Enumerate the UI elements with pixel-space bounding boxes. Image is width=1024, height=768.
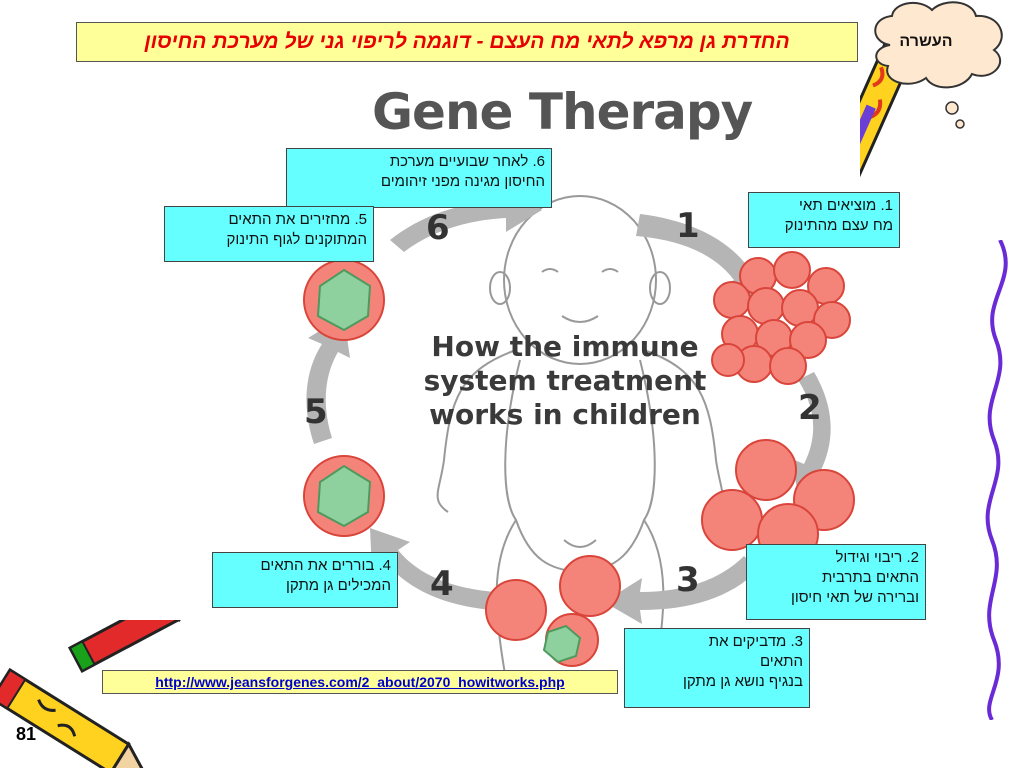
arrow-4 <box>370 528 496 610</box>
arrow-5 <box>306 316 350 444</box>
source-link[interactable]: http://www.jeansforgenes.com/2_about/207… <box>102 670 618 694</box>
caption-step-5-line-2: המתוקנים לגוף התינוק <box>226 231 367 248</box>
arrow-3 <box>604 556 758 624</box>
caption-step-2-line-2: התאים בתרבית <box>821 569 919 586</box>
caption-step-3-line-1: 3. מדביקים את <box>708 633 803 650</box>
cloud-icon <box>874 1 1003 129</box>
corrected-cell <box>303 259 385 341</box>
caption-step-1-line-2: מח עצם מהתינוק <box>784 217 893 234</box>
cloud-label: העשרה <box>899 33 953 50</box>
caption-step-4: 4. בוררים את התאים המכילים גן מתקן <box>212 552 398 608</box>
caption-step-2-line-1: 2. ריבוי וגידול <box>835 549 919 566</box>
caption-step-3-line-3: בנגיף נושא גן מתקן <box>682 673 803 690</box>
slide-title: החדרת גן מרפא לתאי מח העצם - דוגמה לריפו… <box>76 22 858 62</box>
caption-step-4-line-2: המכילים גן מתקן <box>286 577 391 594</box>
virus-vector-icon <box>542 624 582 664</box>
caption-step-3: 3. מדביקים את התאים בנגיף נושא גן מתקן <box>624 628 810 708</box>
caption-step-1: 1. מוציאים תאי מח עצם מהתינוק <box>748 192 900 248</box>
center-line-2: system treatment <box>423 364 707 397</box>
caption-step-3-line-2: התאים <box>759 653 803 670</box>
wavy-line-decoration <box>985 240 1008 720</box>
caption-step-6-line-1: 6. לאחר שבועיים מערכת <box>389 153 545 170</box>
center-line-1: How the immune <box>431 330 699 363</box>
caption-step-2: 2. ריבוי וגידול התאים בתרבית וברירה של ת… <box>746 544 926 620</box>
figure-heading: Gene Therapy <box>372 83 753 141</box>
caption-step-5-line-1: 5. מחזירים את התאים <box>228 211 367 228</box>
caption-step-2-line-3: וברירה של תאי חיסון <box>790 589 919 606</box>
arrow-1 <box>636 214 764 302</box>
caption-step-6: 6. לאחר שבועיים מערכת החיסון מגינה מפני … <box>286 148 552 208</box>
center-line-3: works in children <box>429 398 701 431</box>
caption-step-5: 5. מחזירים את התאים המתוקנים לגוף התינוק <box>164 206 374 262</box>
step-number-4: 4 <box>430 564 454 604</box>
crayon-red-icon <box>67 620 198 673</box>
step-number-2: 2 <box>798 388 822 428</box>
crayon-yellow-icon <box>0 667 148 768</box>
diagram-center-text: How the immune system treatment works in… <box>400 330 730 432</box>
bone-marrow-cells-cluster <box>711 251 851 385</box>
pencil-cloud-decoration <box>860 1 1003 217</box>
caption-step-6-line-2: החיסון מגינה מפני זיהומים <box>380 173 545 190</box>
caption-step-4-line-1: 4. בוררים את התאים <box>260 557 391 574</box>
step-number-1: 1 <box>676 206 700 246</box>
page-number: 81 <box>16 724 37 744</box>
caption-step-1-line-1: 1. מוציאים תאי <box>799 197 893 214</box>
step-number-5: 5 <box>304 392 328 432</box>
selected-cell <box>303 455 385 537</box>
step-number-3: 3 <box>676 560 700 600</box>
crayons-decoration <box>0 620 198 768</box>
arrow-2 <box>790 372 836 500</box>
step-number-6: 6 <box>426 208 450 248</box>
